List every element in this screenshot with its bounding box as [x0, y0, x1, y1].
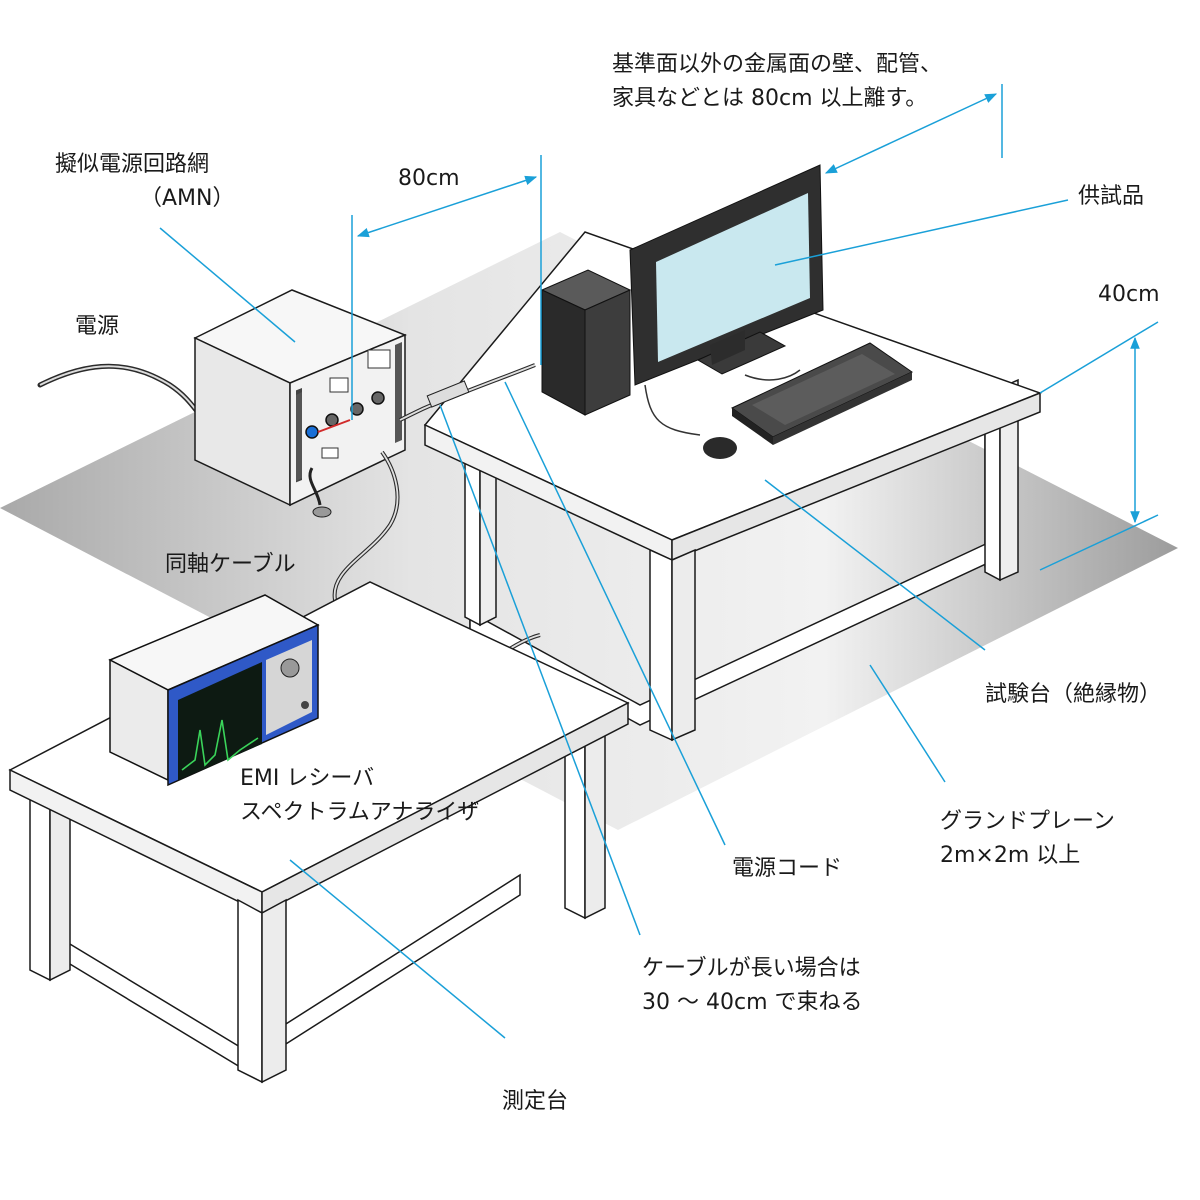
- test-table-label: 試験台（絶縁物）: [985, 682, 1162, 707]
- mouse: [644, 384, 737, 459]
- eut-label: 供試品: [1078, 184, 1145, 209]
- monitor: [629, 164, 824, 386]
- coax-label: 同軸ケーブル: [165, 552, 296, 577]
- distance-80cm-label: 80cm: [398, 166, 460, 191]
- measure-table: [8, 581, 630, 1084]
- dimension-lines: [351, 84, 1159, 571]
- measure-table-label: 測定台: [502, 1089, 569, 1114]
- wall-note-label: 基準面以外の金属面の壁、配管、 家具などとは 80cm 以上離す。: [612, 52, 943, 111]
- power-cord-label: 電源コード: [732, 856, 843, 881]
- spectrum-analyzer: [108, 594, 320, 787]
- pc-tower: [540, 269, 632, 416]
- emi-receiver-label: EMI レシーバ スペクトラムアナライザ: [240, 766, 480, 825]
- amn-label: 擬似電源回路網 （AMN）: [55, 152, 235, 211]
- ground-plane-label: グランドプレーン 2m×2m 以上: [940, 809, 1115, 868]
- cable-note-label: ケーブルが長い場合は 30 ～ 40cm で束ねる: [642, 956, 863, 1015]
- leader-lines: [159, 199, 1069, 1039]
- keyboard: [731, 342, 914, 445]
- power-input-cable: [37, 363, 203, 418]
- distance-40cm-label: 40cm: [1098, 282, 1160, 307]
- amn-box: [193, 289, 407, 518]
- power-label: 電源: [75, 314, 120, 339]
